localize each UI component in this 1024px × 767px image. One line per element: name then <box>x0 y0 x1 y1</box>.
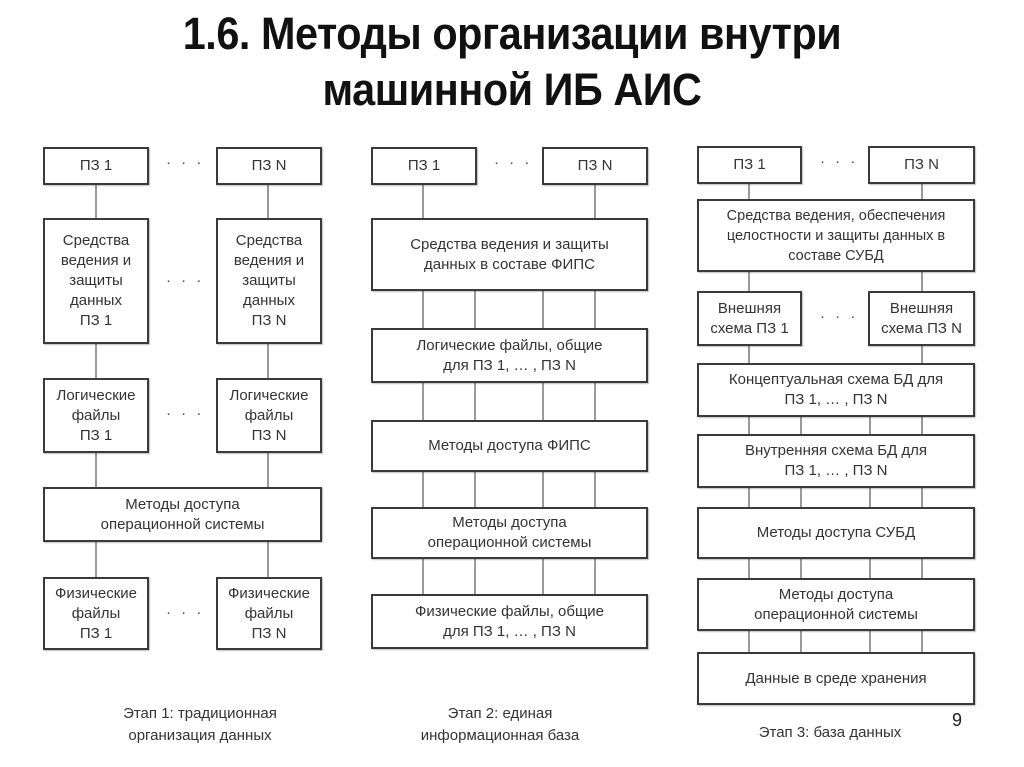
connector <box>594 471 596 509</box>
connector <box>474 471 476 509</box>
connector <box>267 452 269 488</box>
connector <box>869 630 871 654</box>
external-schema-pz-n-box: Внешняя схема ПЗ N <box>868 291 975 346</box>
ellipsis: · · · <box>166 405 205 422</box>
connector <box>921 558 923 580</box>
connector <box>748 183 750 201</box>
dbms-data-means-box: Средства ведения, обеспечения целостност… <box>697 199 975 272</box>
ellipsis: · · · <box>820 153 859 170</box>
connector <box>869 558 871 580</box>
connector <box>748 487 750 509</box>
connector <box>921 630 923 654</box>
connector <box>422 558 424 596</box>
connector <box>267 343 269 379</box>
data-means-pz-n-box: Средства ведения и защиты данных ПЗ N <box>216 218 322 344</box>
connector <box>748 558 750 580</box>
connector <box>869 416 871 436</box>
connector <box>542 290 544 330</box>
connector <box>422 184 424 220</box>
connector <box>594 382 596 422</box>
pz-n-box: ПЗ N <box>542 147 648 185</box>
ellipsis: · · · <box>166 604 205 621</box>
connector <box>474 290 476 330</box>
connector <box>422 382 424 422</box>
connector <box>267 184 269 220</box>
connector <box>748 271 750 293</box>
pz-n-box: ПЗ N <box>216 147 322 185</box>
external-schema-pz-1-box: Внешняя схема ПЗ 1 <box>697 291 802 346</box>
connector <box>921 271 923 293</box>
logical-files-pz-1-box: Логические файлы ПЗ 1 <box>43 378 149 453</box>
logical-files-common-box: Логические файлы, общие для ПЗ 1, … , ПЗ… <box>371 328 648 383</box>
physical-files-pz-1-box: Физические файлы ПЗ 1 <box>43 577 149 650</box>
stage-2-caption: Этап 2: единая информационная база <box>420 705 580 744</box>
logical-files-pz-n-box: Логические файлы ПЗ N <box>216 378 322 453</box>
ellipsis: · · · <box>166 272 205 289</box>
connector <box>921 487 923 509</box>
stage-1-caption: Этап 1: традиционная организация данных <box>123 705 277 744</box>
connector <box>422 471 424 509</box>
os-access-methods-box: Методы доступа операционной системы <box>43 487 322 542</box>
connector <box>542 471 544 509</box>
connector <box>921 183 923 201</box>
connector <box>800 416 802 436</box>
connector <box>422 290 424 330</box>
os-access-methods-box: Методы доступа операционной системы <box>371 507 648 559</box>
connector <box>542 382 544 422</box>
dbms-access-methods-box: Методы доступа СУБД <box>697 507 975 559</box>
page-number: 9 <box>952 710 963 730</box>
slide-title: 1.6. Методы организации внутри машинной … <box>182 8 842 115</box>
pz-1-box: ПЗ 1 <box>697 146 802 184</box>
connector <box>474 558 476 596</box>
ellipsis: · · · <box>166 154 205 171</box>
connector <box>594 290 596 330</box>
connector <box>474 382 476 422</box>
storage-data-box: Данные в среде хранения <box>697 652 975 705</box>
data-means-pz-1-box: Средства ведения и защиты данных ПЗ 1 <box>43 218 149 344</box>
pz-n-box: ПЗ N <box>868 146 975 184</box>
connector <box>95 541 97 577</box>
pz-1-box: ПЗ 1 <box>371 147 477 185</box>
connector <box>869 487 871 509</box>
connector <box>800 558 802 580</box>
connector <box>748 416 750 436</box>
connector <box>800 487 802 509</box>
ellipsis: · · · <box>820 308 859 325</box>
connector <box>95 452 97 488</box>
connector <box>921 345 923 365</box>
connector <box>921 416 923 436</box>
connector <box>95 343 97 379</box>
internal-schema-box: Внутренняя схема БД для ПЗ 1, … , ПЗ N <box>697 434 975 488</box>
fips-access-methods-box: Методы доступа ФИПС <box>371 420 648 472</box>
connector <box>95 184 97 220</box>
connector <box>748 630 750 654</box>
pz-1-box: ПЗ 1 <box>43 147 149 185</box>
connector <box>542 558 544 596</box>
connector <box>800 630 802 654</box>
stage-3-caption: Этап 3: база данных <box>758 724 902 741</box>
connector <box>267 541 269 577</box>
connector <box>594 184 596 220</box>
physical-files-pz-n-box: Физические файлы ПЗ N <box>216 577 322 650</box>
connector <box>594 558 596 596</box>
fips-data-means-box: Средства ведения и защиты данных в соста… <box>371 218 648 291</box>
conceptual-schema-box: Концептуальная схема БД для ПЗ 1, … , ПЗ… <box>697 363 975 417</box>
connector <box>748 345 750 365</box>
os-access-methods-box: Методы доступа операционной системы <box>697 578 975 631</box>
physical-files-common-box: Физические файлы, общие для ПЗ 1, … , ПЗ… <box>371 594 648 649</box>
ellipsis: · · · <box>494 154 533 171</box>
